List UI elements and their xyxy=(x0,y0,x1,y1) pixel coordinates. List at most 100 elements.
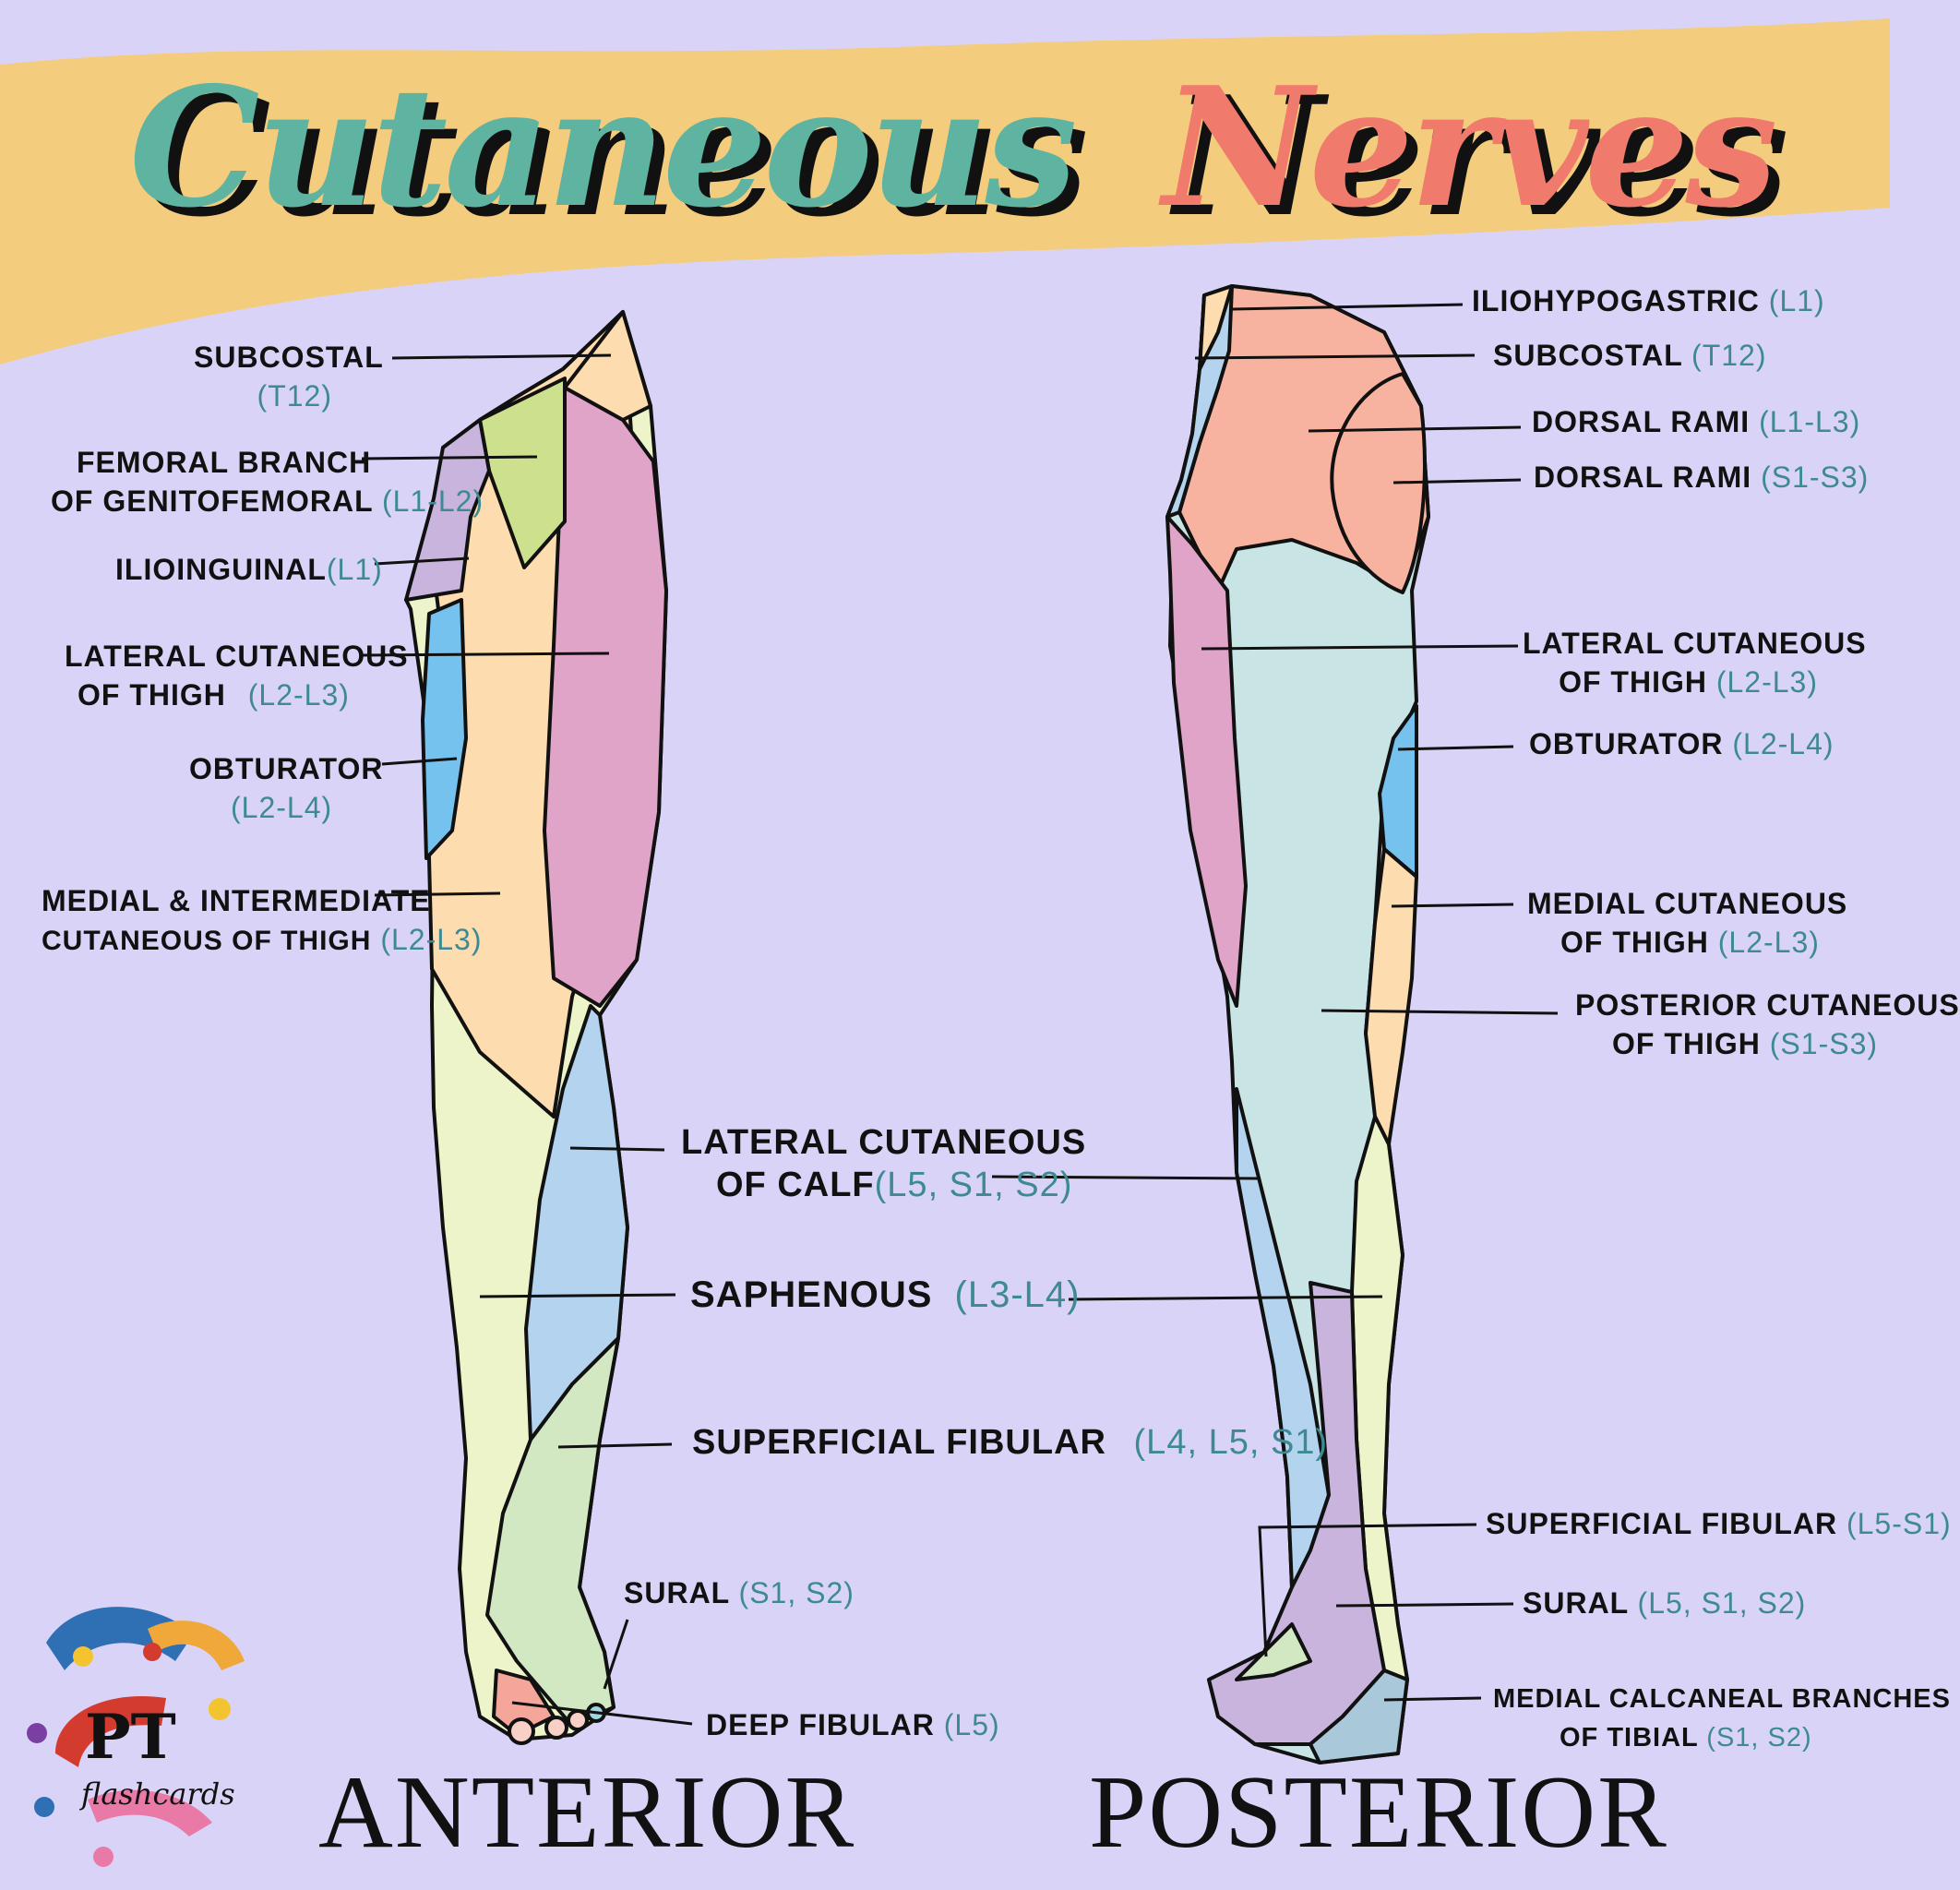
label-name: ILIOINGUINAL xyxy=(115,553,327,586)
leader-posterior-medial-thigh xyxy=(1391,903,1514,908)
region-medial-calcaneal xyxy=(1309,1669,1409,1764)
label-posterior-lateral-cutaneous-thigh: LATERAL CUTANEOUS OF THIGH (L2-L3) xyxy=(1523,624,1866,701)
leader-posterior-dorsal-lumbar xyxy=(1308,425,1522,433)
logo-dot-pink xyxy=(93,1847,114,1867)
leader-lateral-calf-posterior xyxy=(991,1175,1261,1180)
region-sural-posterior xyxy=(1207,1281,1386,1746)
label-posterior-subcostal: SUBCOSTAL (T12) xyxy=(1493,336,1767,375)
logo-swirl-red xyxy=(55,1696,166,1767)
label-name: SAPHENOUS xyxy=(690,1274,933,1315)
label-name: MEDIAL & INTERMEDIATE xyxy=(42,884,431,917)
leader-posterior-posterior-thigh xyxy=(1321,1009,1559,1015)
logo-swirl-orange xyxy=(148,1621,245,1670)
title-word-nerves: Nerves xyxy=(1158,51,1775,244)
label-name-2: OF GENITOFEMORAL xyxy=(51,484,374,518)
label-posterior-superficial-fibular: SUPERFICIAL FIBULAR (L5-S1) xyxy=(1486,1504,1952,1543)
label-posterior-dorsal-rami-sacral: DORSAL RAMI (S1-S3) xyxy=(1534,458,1869,496)
label-code: (L5-S1) xyxy=(1846,1507,1952,1540)
label-name-2: OF THIGH xyxy=(1559,665,1707,699)
label-name-2: OF CALF xyxy=(716,1166,875,1204)
leader-posterior-lateral-thigh xyxy=(1201,644,1519,651)
label-saphenous: SAPHENOUS (L3-L4) xyxy=(690,1275,1080,1314)
label-posterior-iliohypogastric: ILIOHYPOGASTRIC (L1) xyxy=(1472,281,1825,320)
label-name: OBTURATOR xyxy=(189,752,384,785)
region-ilioinguinal xyxy=(404,418,491,602)
label-code: (L1) xyxy=(1768,284,1825,317)
label-name: DORSAL RAMI xyxy=(1532,405,1751,438)
label-posterior-obturator: OBTURATOR (L2-L4) xyxy=(1529,724,1835,763)
label-name: MEDIAL CUTANEOUS xyxy=(1527,887,1848,920)
label-code: (S1, S2) xyxy=(1706,1723,1812,1752)
title-banner xyxy=(0,18,1890,365)
leader-anterior-ilioinguinal xyxy=(374,556,470,566)
label-name: SUBCOSTAL xyxy=(1493,339,1683,372)
illustration-canvas: Cutaneous Cutaneous Nerves Nerves xyxy=(0,18,1890,1867)
label-name-2: OF TIBIAL xyxy=(1560,1723,1699,1752)
leader-posterior-sural xyxy=(1335,1602,1514,1608)
logo-text-flashcards: flashcards xyxy=(79,1776,235,1812)
label-code: (S1-S3) xyxy=(1761,461,1870,494)
logo-swirl-blue xyxy=(46,1607,194,1670)
label-code: (L2-L3) xyxy=(247,678,350,712)
label-name: POSTERIOR CUTANEOUS xyxy=(1575,988,1960,1022)
label-name: OBTURATOR xyxy=(1529,727,1724,760)
label-anterior-ilioinguinal: ILIOINGUINAL(L1) xyxy=(115,550,383,589)
logo-dot-purple xyxy=(27,1723,47,1743)
leader-anterior-sural xyxy=(603,1619,629,1690)
label-code: (L5) xyxy=(943,1708,1000,1741)
leader-posterior-iliohypogastric xyxy=(1231,303,1464,311)
leader-anterior-femoral xyxy=(361,455,538,461)
logo-dot-orange xyxy=(209,1698,231,1720)
pt-flashcards-logo: PT flashcards xyxy=(27,1607,245,1867)
leader-posterior-dorsal-sacral xyxy=(1392,478,1522,484)
leader-anterior-deep-fibular xyxy=(511,1701,693,1726)
infographic: Cutaneous Cutaneous Nerves Nerves xyxy=(0,18,1959,1870)
label-name-2: CUTANEOUS OF THIGH xyxy=(42,926,372,956)
leader-lines xyxy=(361,303,1559,1726)
region-subcostal-posterior xyxy=(1198,284,1234,371)
label-name: LATERAL CUTANEOUS xyxy=(1523,627,1867,660)
label-code: (L1-L2) xyxy=(381,484,484,518)
label-superficial-fibular-anterior: SUPERFICIAL FIBULAR (L4, L5, S1) xyxy=(692,1423,1328,1462)
logo-text-pt: PT xyxy=(85,1701,176,1773)
leader-posterior-obturator xyxy=(1397,745,1514,751)
label-code: (L2-L3) xyxy=(380,923,483,956)
label-posterior-sural: SURAL (L5, S1, S2) xyxy=(1523,1584,1806,1622)
label-name: SUPERFICIAL FIBULAR xyxy=(692,1423,1106,1462)
leader-lateral-calf-anterior xyxy=(569,1146,665,1152)
label-anterior-lateral-cutaneous-thigh: LATERAL CUTANEOUS OF THIGH (L2-L3) xyxy=(65,637,409,714)
region-lateral-cutaneous-thigh-posterior xyxy=(1165,515,1248,1008)
leader-saphenous-anterior xyxy=(479,1293,676,1298)
title-word-nerves-shadow: Nerves xyxy=(1169,60,1786,253)
label-name: FEMORAL BRANCH xyxy=(77,446,372,479)
label-code: (L3-L4) xyxy=(954,1274,1081,1315)
leader-superficial-fibular-anterior xyxy=(557,1442,673,1449)
label-code: (T12) xyxy=(257,379,332,413)
label-posterior-medial-cutaneous-thigh: MEDIAL CUTANEOUS OF THIGH (L2-L3) xyxy=(1527,884,1847,962)
view-label-anterior: ANTERIOR xyxy=(318,1755,856,1870)
region-obturator-anterior xyxy=(421,598,468,860)
label-anterior-obturator: OBTURATOR (L2-L4) xyxy=(189,749,383,827)
leader-anterior-lateral-thigh xyxy=(361,652,610,657)
toe-2 xyxy=(544,1716,568,1740)
label-code: (L5, S1, S2) xyxy=(874,1166,1073,1204)
label-name-2: OF THIGH xyxy=(1612,1027,1761,1060)
region-heel-pad xyxy=(1235,1622,1312,1681)
label-posterior-medial-calcaneal: MEDIAL CALCANEAL BRANCHES OF TIBIAL (S1,… xyxy=(1493,1680,1951,1757)
posterior-leg xyxy=(1165,284,1430,1764)
leader-saphenous-posterior xyxy=(1068,1295,1383,1301)
label-code: (S1-S3) xyxy=(1769,1027,1879,1060)
region-superficial-fibular-anterior xyxy=(485,1336,620,1728)
label-name: DEEP FIBULAR xyxy=(706,1708,935,1741)
label-code: (S1, S2) xyxy=(738,1576,855,1609)
label-posterior-posterior-cutaneous-thigh: POSTERIOR CUTANEOUS OF THIGH (S1-S3) xyxy=(1575,986,1960,1063)
label-name-2: OF THIGH xyxy=(78,678,226,712)
leader-anterior-medial-thigh xyxy=(374,891,501,897)
leader-posterior-subcostal xyxy=(1194,353,1476,360)
label-code: (L1-L3) xyxy=(1759,405,1861,438)
label-name: LATERAL CUTANEOUS xyxy=(681,1123,1087,1162)
label-name: SUBCOSTAL xyxy=(194,341,384,374)
leader-anterior-obturator xyxy=(381,757,458,766)
title-word-cutaneous-shadow: Cutaneous xyxy=(140,60,1085,253)
label-anterior-sural: SURAL (S1, S2) xyxy=(624,1573,855,1612)
